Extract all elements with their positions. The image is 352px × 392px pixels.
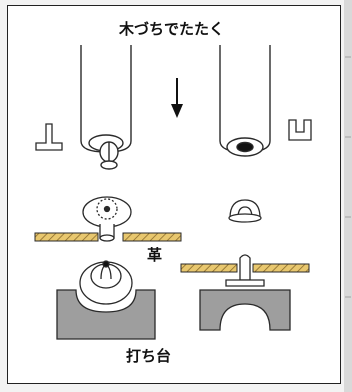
down-arrow-icon — [171, 78, 183, 118]
post-side-view-icon — [35, 123, 63, 151]
leather-strip-left-b — [122, 232, 182, 242]
snap-cap-left — [82, 196, 132, 242]
socket-side-view-icon — [288, 119, 312, 141]
leather-strip-left-a — [34, 232, 99, 242]
side-rail — [344, 0, 352, 392]
snap-socket-left — [79, 260, 133, 305]
anvil-label: 打ち台 — [126, 347, 172, 365]
mallet-label: 木づちでたたく — [119, 20, 225, 38]
snap-cap-right — [228, 199, 262, 223]
leather-strip-right-b — [252, 263, 310, 273]
snap-post-right — [225, 254, 265, 287]
anvil-right — [199, 289, 291, 331]
leather-label: 革 — [147, 246, 163, 264]
setter-tool-left — [80, 45, 132, 170]
leather-strip-right-a — [180, 263, 238, 273]
setter-tool-right — [219, 45, 271, 157]
anvil-left — [56, 289, 156, 340]
